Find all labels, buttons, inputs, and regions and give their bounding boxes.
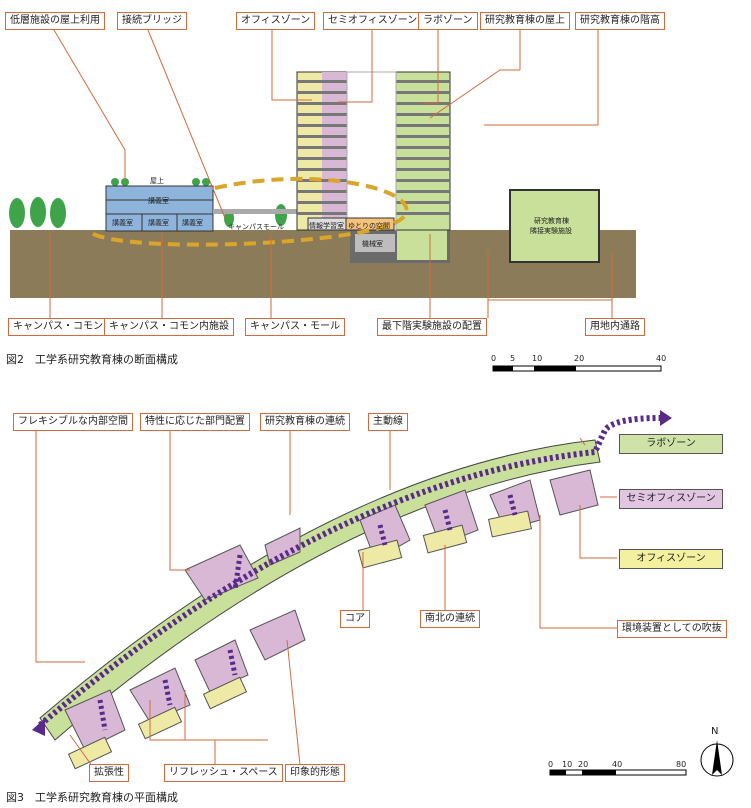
floor-slab [297,168,347,171]
floor-slab [396,113,450,116]
scale-tick: 0 [548,760,554,769]
label-expandability: 拡張性 [89,764,129,782]
label-semi-office-zone: セミオフィスゾーン [323,12,423,30]
main-path [38,415,661,728]
scale-tick: 20 [578,760,589,769]
floor-slab [297,80,347,83]
label-main-path: 主動線 [368,413,408,431]
floor-slab [297,179,347,182]
north-arrow-icon [700,740,734,777]
floor-slab [396,179,450,182]
north-label: N [711,726,719,737]
floor-slab [297,91,347,94]
floor-slab [396,91,450,94]
floor-slab [297,190,347,193]
floor-slab [297,113,347,116]
scale-tick: 10 [562,760,573,769]
legend-semi-office-zone: セミオフィスゾーン [619,489,723,509]
scale-tick: 20 [574,354,585,363]
legend-office-zone: オフィスゾーン [619,549,723,569]
label-core: コア [340,610,370,628]
annex-building [509,189,600,263]
scale-tick: 10 [532,354,543,363]
floor-slab [396,168,450,171]
label-campus-common-facility: キャンパス・コモン内施設 [104,318,234,336]
label-basement-lab: 最下階実験施設の配置 [377,318,487,336]
label-impressive-form: 印象的形態 [285,764,345,782]
label-building-continuity: 研究教育棟の連続 [260,413,350,431]
floor-slab [297,157,347,160]
plan-wing-yellow [67,510,533,770]
floor-slab [297,124,347,127]
floor-slab [396,212,450,215]
label-site-path: 用地内通路 [585,318,645,336]
floor-slab [396,80,450,83]
scale-bar-fig3 [549,769,687,776]
figure-2-caption: 図2 工学系研究教育棟の断面構成 [6,353,178,366]
rooftop-label: 屋上 [150,177,164,185]
label-flexible-space: フレキシブルな内部空間 [13,413,133,431]
label-department-layout: 特性に応じた部門配置 [140,413,250,431]
label-low-rooftop: 低層施設の屋上利用 [5,12,105,30]
scale-bar-fig2 [492,365,662,372]
scale-tick: 80 [676,760,687,769]
circulation-loop [88,177,409,247]
lecture-room-label: 講義室 [148,197,169,205]
leader-lines-fig3 [35,430,617,771]
label-north-south-link: 南北の連続 [420,610,480,628]
label-bridge: 接続ブリッジ [117,12,187,30]
floor-slab [396,157,450,160]
annex-label: 研究教育棟 [534,217,569,225]
label-office-zone: オフィスゾーン [236,12,316,30]
mall-label: キャンパスモール [228,223,284,231]
label-floor-height: 研究教育棟の階高 [575,12,665,30]
floor-slab [297,146,347,149]
annex-label: 隣接実験施設 [530,227,572,235]
label-void: 環境装置としての吹抜 [617,620,727,638]
leader-lines-fig2 [49,29,613,318]
branch-paths [97,494,518,731]
info-room-label: 情報学習室 [309,222,344,230]
machine-room [355,234,395,252]
label-refresh-space: リフレッシュ・スペース [164,764,283,782]
label-lab-zone: ラボゾーン [418,12,478,30]
floor-slab [396,190,450,193]
floor-slab [297,212,347,215]
scale-tick: 5 [510,354,516,363]
bridge [213,209,309,214]
floor-slab [396,135,450,138]
floor-slab [396,146,450,149]
yutori-space-label: ゆとりの空間 [348,222,390,230]
floor-slab [297,201,347,204]
scale-tick: 0 [491,354,497,363]
low-building [105,185,214,232]
label-campus-common: キャンパス・コモン [8,318,108,336]
floor-slab [297,135,347,138]
lecture-room-label: 講義室 [112,219,133,227]
label-campus-mall: キャンパス・モール [245,318,345,336]
lecture-room-label: 講義室 [182,219,203,227]
floor-slab [396,201,450,204]
legend-lab-zone: ラボゾーン [619,434,723,454]
scale-tick: 40 [612,760,623,769]
figure-3-caption: 図3 工学系研究教育棟の平面構成 [6,791,178,804]
scale-tick: 40 [656,354,667,363]
floor-slab [396,124,450,127]
plan-wings [64,469,599,751]
label-tower-rooftop: 研究教育棟の屋上 [480,12,570,30]
floor-slab [297,102,347,105]
lecture-room-label: 講義室 [148,219,169,227]
machine-room-label: 機械室 [362,240,383,248]
